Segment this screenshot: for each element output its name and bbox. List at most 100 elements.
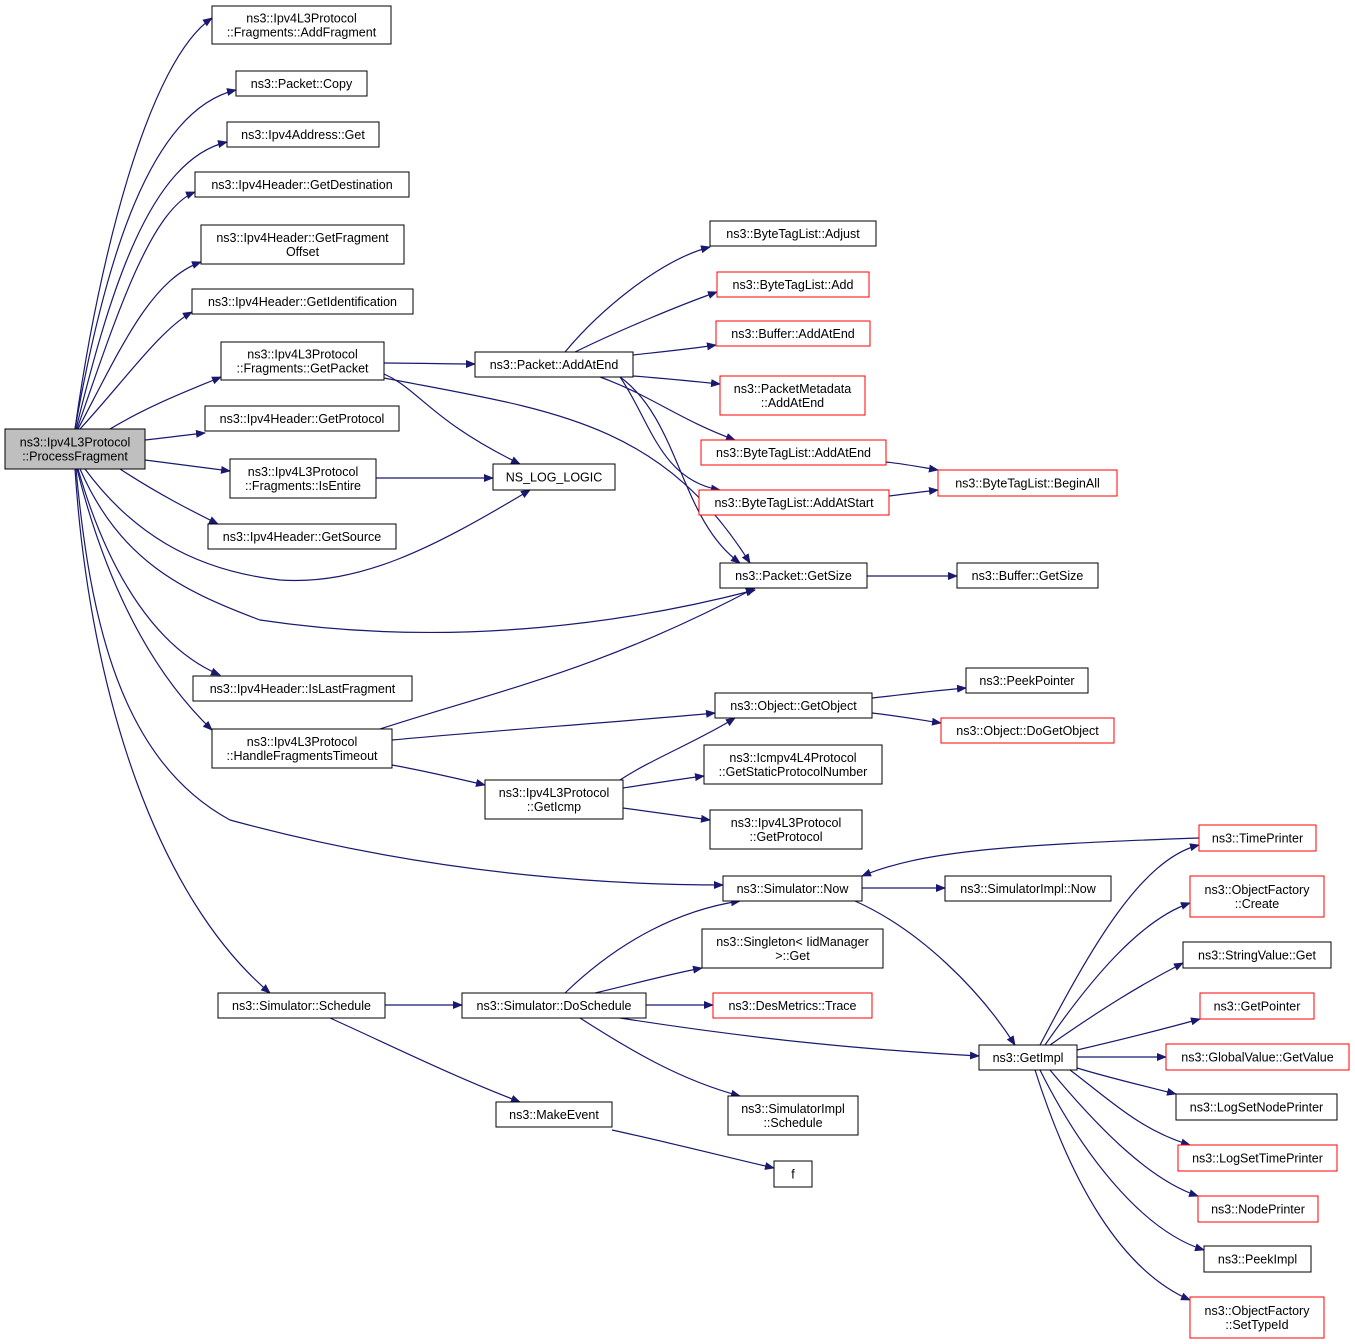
- node-label-line: Offset: [286, 245, 320, 259]
- edge-path: [77, 468, 221, 676]
- edge-path: [379, 587, 756, 730]
- node-dogetobj[interactable]: ns3::Object::DoGetObject: [940, 717, 1115, 744]
- node-btladd[interactable]: ns3::ByteTagList::Add: [716, 271, 870, 298]
- edge-addatend-to-btladdatend: [599, 376, 736, 441]
- node-label-line: ::Fragments::GetPacket: [237, 362, 370, 376]
- node-ofcreate[interactable]: ns3::ObjectFactory::Create: [1189, 875, 1325, 918]
- node-label-line: ns3::DesMetrics::Trace: [728, 999, 856, 1013]
- node-ofsettypeid[interactable]: ns3::ObjectFactory::SetTypeId: [1189, 1296, 1325, 1339]
- edge-path: [75, 140, 228, 430]
- edge-getobject-to-dogetobj: [871, 712, 942, 726]
- node-logsettime[interactable]: ns3::LogSetTimePrinter: [1177, 1144, 1338, 1172]
- node-geticmp[interactable]: ns3::Ipv4L3Protocol::GetIcmp: [484, 779, 624, 820]
- edge-addatend-to-btladd: [574, 291, 718, 353]
- node-getobject[interactable]: ns3::Object::GetObject: [714, 692, 873, 719]
- edge-path: [619, 376, 721, 493]
- edge-getimpl-to-getpointer: [1076, 1017, 1201, 1051]
- edge-getobject-to-peekptr: [871, 684, 967, 699]
- edge-path: [1049, 962, 1184, 1046]
- node-hft[interactable]: ns3::Ipv4L3Protocol::HandleFragmentsTime…: [211, 728, 393, 769]
- edge-root-to-simnow: [75, 468, 724, 889]
- edge-dosched-to-simimplsched: [579, 1017, 741, 1098]
- edge-path: [574, 291, 718, 353]
- node-islast[interactable]: ns3::Ipv4Header::IsLastFragment: [192, 675, 413, 702]
- node-dosched[interactable]: ns3::Simulator::DoSchedule: [461, 992, 647, 1019]
- edge-path: [109, 376, 222, 430]
- node-timeprinter[interactable]: ns3::TimePrinter: [1198, 824, 1317, 852]
- node-singleton[interactable]: ns3::Singleton< IidManager>::Get: [701, 928, 884, 969]
- node-label-line: ::AddAtEnd: [761, 396, 824, 410]
- node-box: [1203, 1245, 1312, 1273]
- node-simimplsched[interactable]: ns3::SimulatorImpl::Schedule: [727, 1095, 859, 1136]
- node-peekptr[interactable]: ns3::PeekPointer: [965, 667, 1089, 694]
- node-box: [716, 271, 870, 298]
- node-isentire[interactable]: ns3::Ipv4L3Protocol::Fragments::IsEntire: [229, 458, 377, 499]
- node-btladdatend[interactable]: ns3::ByteTagList::AddAtEnd: [700, 439, 887, 466]
- node-bufaddatend[interactable]: ns3::Buffer::AddAtEnd: [715, 320, 871, 347]
- node-desmetrics[interactable]: ns3::DesMetrics::Trace: [712, 992, 873, 1019]
- node-schedule[interactable]: ns3::Simulator::Schedule: [217, 992, 386, 1019]
- node-addfrag[interactable]: ns3::Ipv4L3Protocol::Fragments::AddFragm…: [211, 5, 392, 45]
- node-label-line: ns3::PacketMetadata: [734, 382, 851, 396]
- node-label-line: >::Get: [775, 949, 810, 963]
- node-strvalget[interactable]: ns3::StringValue::Get: [1182, 941, 1332, 969]
- node-getpacket[interactable]: ns3::Ipv4L3Protocol::Fragments::GetPacke…: [220, 341, 385, 381]
- edge-root-to-isentire: [144, 459, 231, 474]
- node-getimpl[interactable]: ns3::GetImpl: [978, 1044, 1078, 1071]
- edge-path: [861, 837, 1200, 877]
- node-label-line: ns3::Ipv4Header::GetDestination: [211, 178, 392, 192]
- node-label-line: ns3::Ipv4Header::GetIdentification: [208, 295, 397, 309]
- node-peekimpl[interactable]: ns3::PeekImpl: [1203, 1245, 1312, 1273]
- node-bufgetsize[interactable]: ns3::Buffer::GetSize: [956, 562, 1099, 589]
- edge-path: [871, 684, 967, 699]
- node-btladjust[interactable]: ns3::ByteTagList::Adjust: [709, 220, 877, 247]
- node-getident[interactable]: ns3::Ipv4Header::GetIdentification: [191, 288, 414, 315]
- node-nodeprinter[interactable]: ns3::NodePrinter: [1197, 1195, 1319, 1223]
- node-psize[interactable]: ns3::Packet::GetSize: [719, 562, 868, 589]
- node-getdest[interactable]: ns3::Ipv4Header::GetDestination: [194, 171, 410, 198]
- node-box: [211, 5, 392, 45]
- edge-dosched-to-getimpl: [619, 1017, 980, 1060]
- node-addatend[interactable]: ns3::Packet::AddAtEnd: [474, 351, 634, 378]
- edge-path: [1076, 1017, 1201, 1051]
- node-icmpstatic[interactable]: ns3::Icmpv4L4Protocol::GetStaticProtocol…: [703, 744, 883, 785]
- node-box: [4, 428, 146, 470]
- node-root[interactable]: ns3::Ipv4L3Protocol::ProcessFragment: [4, 428, 146, 470]
- node-btlbeginall[interactable]: ns3::ByteTagList::BeginAll: [937, 469, 1118, 497]
- edge-path: [622, 807, 711, 823]
- edge-root-to-hft: [76, 468, 213, 731]
- node-pmaddatend[interactable]: ns3::PacketMetadata::AddAtEnd: [719, 375, 866, 416]
- node-box: [944, 875, 1112, 902]
- node-getproto[interactable]: ns3::Ipv4Header::GetProtocol: [204, 405, 400, 432]
- node-simimplnow[interactable]: ns3::SimulatorImpl::Now: [944, 875, 1112, 902]
- node-box: [712, 992, 873, 1019]
- edge-geticmp-to-icmpstatic: [622, 773, 705, 789]
- node-nslog[interactable]: NS_LOG_LOGIC: [492, 463, 616, 491]
- node-box: [719, 375, 866, 416]
- node-f[interactable]: f: [773, 1160, 813, 1188]
- edge-path: [579, 1017, 741, 1098]
- node-box: [204, 405, 400, 432]
- node-logsetnode[interactable]: ns3::LogSetNodePrinter: [1175, 1093, 1338, 1121]
- edge-addatend-to-bufaddatend: [632, 342, 717, 356]
- node-pcopy[interactable]: ns3::Packet::Copy: [235, 70, 368, 97]
- node-getsource[interactable]: ns3::Ipv4Header::GetSource: [207, 523, 397, 550]
- edge-root-to-pcopy: [74, 88, 237, 430]
- node-l3getproto[interactable]: ns3::Ipv4L3Protocol::GetProtocol: [709, 809, 863, 850]
- node-box: [703, 744, 883, 785]
- edge-getimpl-to-timeprinter: [1039, 843, 1200, 1046]
- node-simnow[interactable]: ns3::Simulator::Now: [722, 875, 863, 902]
- node-gvgetvalue[interactable]: ns3::GlobalValue::GetValue: [1165, 1043, 1350, 1071]
- node-label-line: ns3::LogSetNodePrinter: [1190, 1101, 1323, 1115]
- node-getpointer[interactable]: ns3::GetPointer: [1199, 992, 1315, 1020]
- node-box: [192, 675, 413, 702]
- edge-path: [144, 459, 231, 474]
- node-makeevent[interactable]: ns3::MakeEvent: [495, 1101, 613, 1128]
- node-btladdatstart[interactable]: ns3::ByteTagList::AddAtStart: [698, 489, 890, 516]
- node-label-line: ns3::SimulatorImpl: [741, 1102, 845, 1116]
- edge-path: [76, 468, 213, 731]
- node-addrget[interactable]: ns3::Ipv4Address::Get: [226, 121, 380, 148]
- node-label-line: ns3::ByteTagList::Adjust: [726, 227, 860, 241]
